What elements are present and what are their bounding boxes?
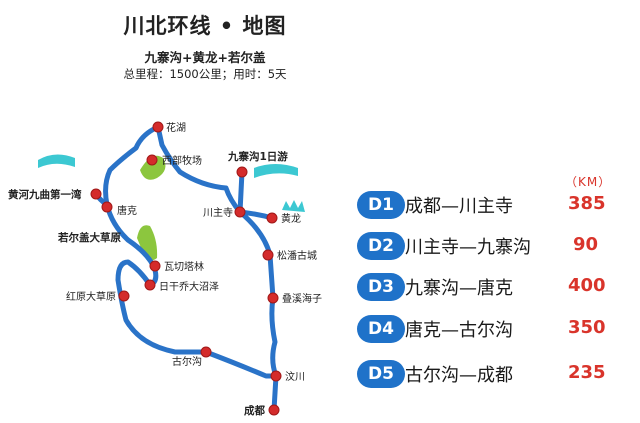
- stop-label: 松潘古城: [277, 249, 317, 262]
- stop-marker-chengdu: [268, 404, 280, 416]
- itinerary-row-d4: D4 唐克—古尔沟: [357, 314, 555, 344]
- day-badge: D4: [357, 315, 405, 343]
- day-badge: D2: [357, 232, 405, 260]
- stop-marker-west-ranch: [146, 154, 158, 166]
- day-badge: D5: [357, 360, 405, 388]
- stop-label: 叠溪海子: [282, 292, 322, 305]
- route-line-jiuzhaigou-spur: [237, 169, 245, 215]
- page-subtitle: 九寨沟+黄龙+若尔盖: [144, 50, 266, 65]
- grassland-patch-zoige: [137, 225, 158, 261]
- day-badge: D1: [357, 191, 405, 219]
- stop-marker-chuanzhusi: [234, 206, 246, 218]
- stop-label: 若尔盖大草原: [57, 231, 121, 244]
- stop-label: 日干乔大沼泽: [159, 280, 219, 293]
- day-route: 唐克—古尔沟: [405, 320, 513, 341]
- itinerary-row-d3: D3 九寨沟—唐克: [357, 272, 555, 302]
- stop-label: 川主寺: [203, 207, 233, 219]
- stop-label: 红原大草原: [66, 290, 116, 303]
- day-distance: 400: [568, 275, 606, 296]
- stop-label: 成都: [244, 404, 265, 417]
- itinerary-row-d1: D1 成都—川主寺: [357, 190, 555, 220]
- huanglong-terrace-icon: [282, 200, 305, 212]
- stop-marker-jiuzhaigou: [236, 166, 248, 178]
- day-route: 九寨沟—唐克: [405, 278, 513, 299]
- itinerary-row-d2: D2 川主寺—九寨沟: [357, 231, 555, 261]
- stop-label: 九寨沟1日游: [227, 150, 288, 163]
- stop-label: 汶川: [285, 370, 305, 383]
- day-route: 成都—川主寺: [405, 196, 513, 217]
- stop-marker-gu-er-gou: [200, 346, 212, 358]
- day-route: 川主寺—九寨沟: [405, 237, 531, 258]
- stop-marker-rigan-qiao: [144, 279, 156, 291]
- stop-marker-diexi-haizi: [267, 292, 279, 304]
- water-yellow-river-icon: [38, 154, 75, 168]
- day-distance: 350: [568, 317, 606, 338]
- stop-marker-yellow-river-bend: [90, 188, 102, 200]
- stop-label: 唐克: [117, 204, 137, 217]
- day-distance: 90: [573, 234, 599, 255]
- stop-marker-huahu: [152, 121, 164, 133]
- stop-label: 西部牧场: [162, 154, 202, 167]
- stop-label: 花湖: [166, 121, 186, 134]
- stop-marker-tangke: [101, 201, 113, 213]
- stop-marker-hongyuan: [118, 290, 130, 302]
- grassland-patch-west-ranch: [140, 155, 166, 180]
- day-route: 古尔沟—成都: [405, 365, 513, 386]
- stop-marker-huanglong: [266, 212, 278, 224]
- day-distance: 385: [568, 193, 606, 214]
- day-badge: D3: [357, 273, 405, 301]
- page-title: 川北环线 • 地图: [123, 14, 287, 38]
- day-distance: 235: [568, 362, 606, 383]
- water-jiuzhaigou-icon: [254, 164, 298, 178]
- trip-summary: 总里程：1500公里；用时：5天: [123, 67, 287, 81]
- distance-unit-label: （KM）: [565, 175, 612, 189]
- stop-label: 古尔沟: [172, 355, 202, 368]
- stop-label: 黄河九曲第一湾: [8, 188, 82, 201]
- stop-markers: [90, 121, 282, 416]
- stop-marker-waqie-talin: [149, 260, 161, 272]
- stop-marker-songpan: [262, 249, 274, 261]
- stop-label: 黄龙: [281, 212, 301, 225]
- stop-marker-wenchuan: [270, 370, 282, 382]
- stop-label: 瓦切塔林: [164, 260, 204, 273]
- itinerary-row-d5: D5 古尔沟—成都: [357, 359, 555, 389]
